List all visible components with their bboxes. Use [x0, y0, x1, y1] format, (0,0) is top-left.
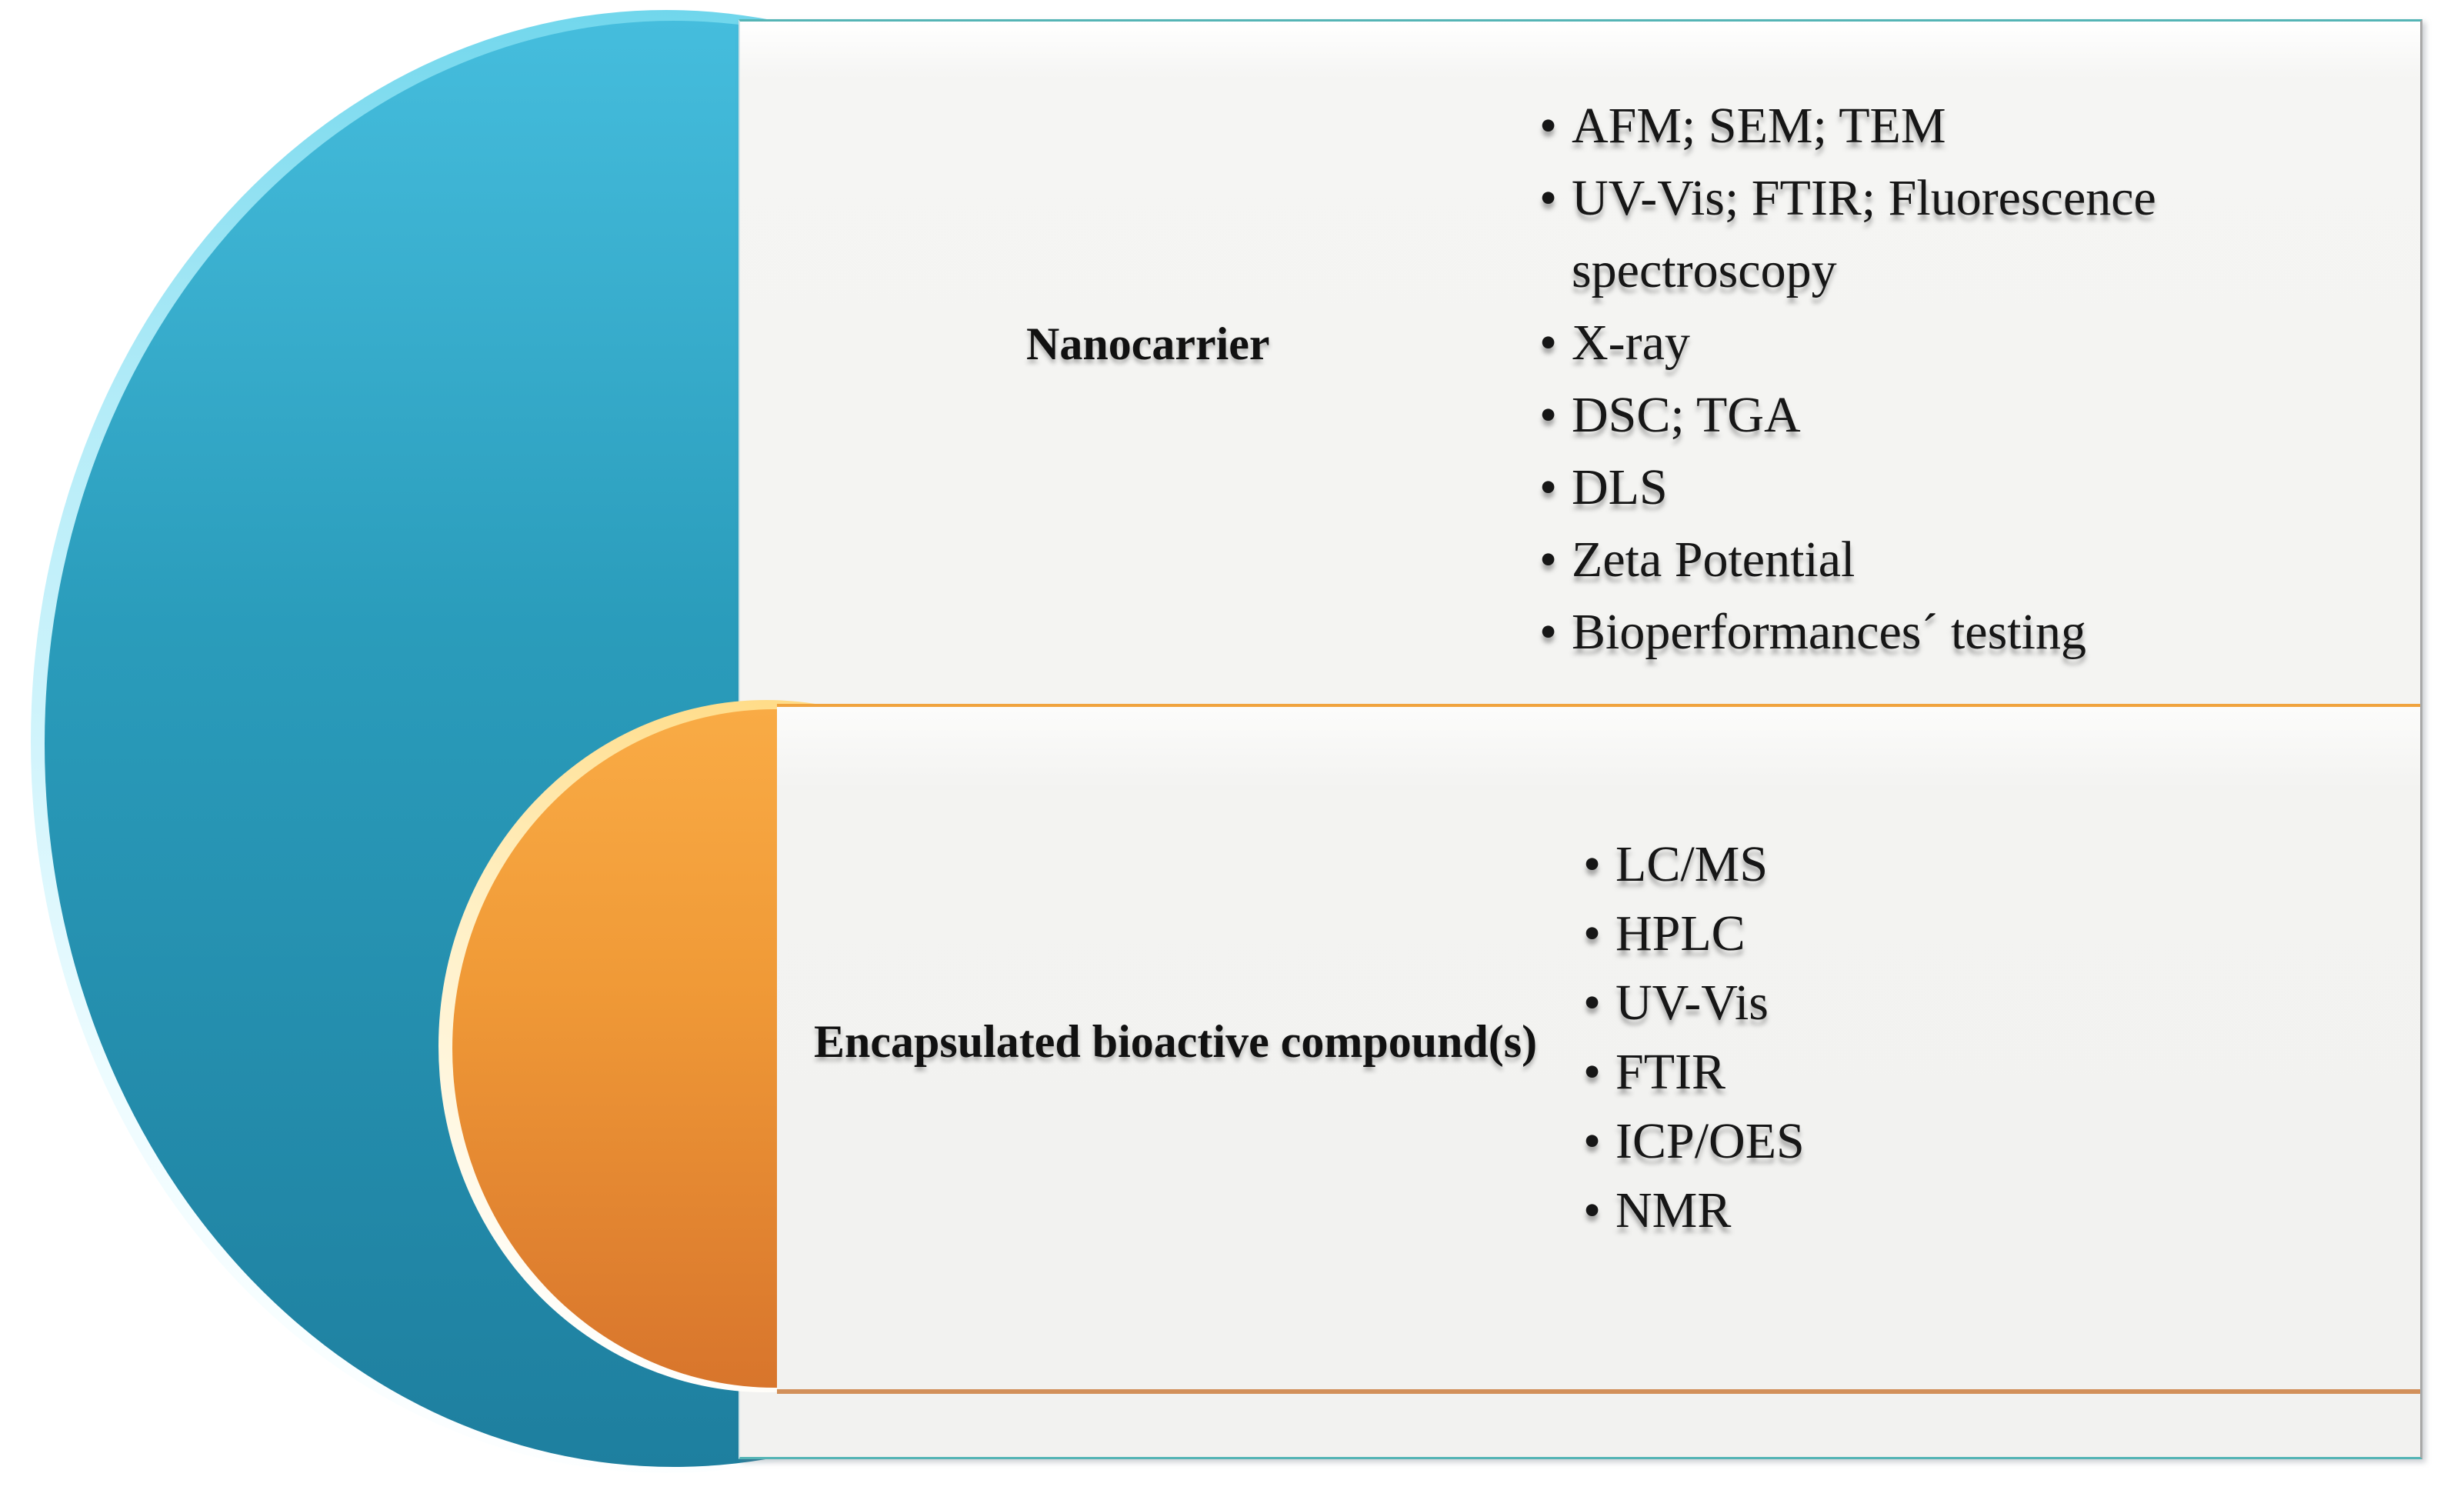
encapsulated-compound-label: Encapsulated bioactive compound(s) — [814, 1016, 1538, 1067]
technique-item: UV-Vis; FTIR; Fluorescence spectroscopy — [1539, 162, 2309, 307]
technique-item: Bioperformances´ testing — [1539, 596, 2309, 668]
technique-item: X-ray — [1539, 307, 2309, 379]
technique-item: HPLC — [1583, 899, 2276, 968]
nanocarrier-techniques-list: AFM; SEM; TEM UV-Vis; FTIR; Fluorescence… — [1539, 90, 2309, 668]
technique-item: Zeta Potential — [1539, 524, 2309, 596]
compound-techniques-list: LC/MS HPLC UV-Vis FTIR ICP/OES NMR — [1583, 830, 2276, 1245]
technique-item: AFM; SEM; TEM — [1539, 90, 2309, 162]
technique-item: FTIR — [1583, 1038, 2276, 1107]
technique-item: DSC; TGA — [1539, 379, 2309, 452]
technique-item: DLS — [1539, 452, 2309, 524]
technique-item: LC/MS — [1583, 830, 2276, 899]
technique-item: UV-Vis — [1583, 968, 2276, 1038]
technique-item: ICP/OES — [1583, 1107, 2276, 1176]
nanocarrier-label: Nanocarrier — [1026, 318, 1270, 369]
technique-item: NMR — [1583, 1176, 2276, 1245]
